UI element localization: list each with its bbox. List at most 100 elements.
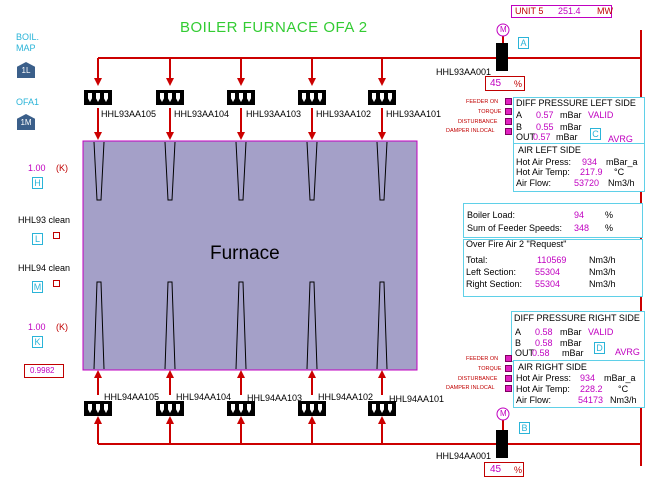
damper-hhl93aa104[interactable] — [156, 90, 184, 105]
ofa-request-panel — [463, 239, 643, 297]
dp-right-mode: AVRG — [615, 347, 640, 357]
fan-bottom-output: 45 — [490, 464, 502, 475]
fan-top-id: HHL93AA001 — [436, 67, 492, 77]
dp-left-b-value: 0.55 — [536, 122, 554, 132]
air-right-press-label: Hot Air Press: — [516, 373, 572, 383]
damper-label: HHL93AA101 — [386, 109, 442, 119]
key-k[interactable]: K — [32, 336, 43, 348]
fan-bottom-damper[interactable] — [496, 430, 508, 458]
nav-button-1m[interactable]: 1M — [17, 114, 35, 130]
furnace-label: Furnace — [210, 243, 280, 264]
motor-bottom — [496, 407, 510, 421]
dp-right-b-value: 0.58 — [535, 338, 553, 348]
key-h[interactable]: H — [32, 177, 43, 189]
key-d[interactable]: D — [594, 342, 605, 354]
air-left-flow-unit: Nm3/h — [608, 178, 635, 188]
damper-label: HHL94AA101 — [389, 394, 445, 404]
boiler-load-label: Boiler Load: — [467, 210, 516, 220]
fan-bottom-output-box — [484, 462, 524, 477]
flag-damper-inlocal: DAMPER INLOCAL — [446, 128, 495, 134]
disturbance-indicator — [505, 375, 512, 382]
feeder-speed-label: Sum of Feeder Speeds: — [467, 223, 563, 233]
ofa-total-unit: Nm3/h — [589, 255, 616, 265]
fan-top-output-box — [485, 76, 525, 91]
k-top-unit: (K) — [56, 163, 68, 173]
air-left-temp-unit: °C — [614, 167, 625, 177]
hhl94-clean-label: HHL94 clean — [18, 263, 71, 273]
flag-damper-inlocal: DAMPER INLOCAL — [446, 385, 495, 391]
damper-label: HHL93AA102 — [316, 109, 372, 119]
dp-left-title: DIFF PRESSURE LEFT SIDE — [516, 98, 636, 108]
damper-hhl93aa101[interactable] — [368, 90, 396, 105]
damper-hhl94aa105[interactable] — [84, 401, 112, 416]
fan-top-output: 45 — [490, 78, 502, 89]
dp-right-out-label: OUT — [515, 348, 534, 358]
disturbance-indicator — [505, 118, 512, 125]
ofa-left-value: 55304 — [535, 267, 561, 277]
dp-left-a-value: 0.57 — [536, 110, 554, 120]
dp-left-out-label: OUT — [516, 132, 535, 142]
key-c[interactable]: C — [590, 128, 601, 140]
air-left-temp-label: Hot Air Temp: — [516, 167, 570, 177]
dp-right-a-label: A — [515, 327, 522, 337]
dp-left-a-status: VALID — [588, 110, 614, 120]
air-right-temp-unit: °C — [618, 384, 629, 394]
ofa1-label: OFA1 — [16, 97, 40, 107]
ratio-value: 0.9982 — [30, 366, 55, 375]
air-right-flow-label: Air Flow: — [516, 395, 552, 405]
damper-hhl93aa102[interactable] — [298, 90, 326, 105]
key-b[interactable]: B — [519, 422, 530, 434]
air-left-press-label: Hot Air Press: — [516, 157, 572, 167]
torque-indicator — [505, 365, 512, 372]
damper-hhl94aa101[interactable] — [368, 401, 396, 416]
key-l[interactable]: L — [32, 233, 43, 245]
ofa-right-unit: Nm3/h — [589, 279, 616, 289]
dp-right-b-label: B — [515, 338, 522, 348]
dp-right-b-unit: mBar — [560, 338, 582, 348]
dp-left-panel — [513, 97, 645, 145]
damper-hhl93aa105[interactable] — [84, 90, 112, 105]
motor-bottom-label: M — [500, 409, 507, 418]
damper-hhl93aa103[interactable] — [227, 90, 255, 105]
nav-button-1l[interactable]: 1L — [17, 62, 35, 78]
page-title: BOILER FURNACE OFA 2 — [180, 19, 368, 36]
k-bottom-unit: (K) — [56, 322, 68, 332]
dp-right-out-value: 0.58 — [532, 348, 550, 358]
hhl94-clean-checkbox[interactable] — [53, 280, 60, 287]
motor-top-label: M — [500, 25, 507, 34]
boiler-load-value: 94 — [574, 210, 585, 220]
fan-top-unit: % — [514, 79, 523, 89]
unit-power-box — [511, 5, 612, 18]
fan-top-damper[interactable] — [496, 43, 508, 71]
air-right-flow-value: 54173 — [578, 395, 604, 405]
air-right-temp-label: Hot Air Temp: — [516, 384, 570, 394]
air-right-press-value: 934 — [580, 373, 596, 383]
ofa-total-value: 110569 — [537, 255, 567, 265]
damper-hhl94aa104[interactable] — [156, 401, 184, 416]
dp-left-b-unit: mBar — [560, 122, 582, 132]
air-right-press-unit: mBar_a — [604, 373, 636, 383]
k-bottom-value: 1.00 — [28, 322, 46, 332]
ofa-right-label: Right Section: — [466, 279, 523, 289]
fan-bottom-id: HHL94AA001 — [436, 451, 492, 461]
dp-right-a-status: VALID — [588, 327, 614, 337]
damper-hhl94aa103[interactable] — [227, 401, 255, 416]
boil-label: BOIL. — [16, 32, 40, 42]
damper-hhl94aa102[interactable] — [298, 401, 326, 416]
key-m[interactable]: M — [32, 281, 43, 293]
damper-label: HHL94AA102 — [318, 392, 374, 402]
dp-left-mode: AVRG — [608, 134, 633, 144]
ofa-total-label: Total: — [466, 255, 488, 265]
ofa-request-title: Over Fire Air 2 "Request" — [466, 239, 567, 249]
air-right-panel — [513, 360, 645, 408]
air-right-temp-value: 228.2 — [580, 384, 603, 394]
key-a[interactable]: A — [518, 37, 529, 49]
damper-label: HHL94AA105 — [104, 392, 160, 402]
damper-label: HHL94AA103 — [247, 393, 303, 403]
hhl93-clean-checkbox[interactable] — [53, 232, 60, 239]
fan-bottom-unit: % — [514, 465, 523, 475]
dp-left-out-value: 0.57 — [533, 132, 551, 142]
k-top-value: 1.00 — [28, 163, 46, 173]
damper-inlocal-indicator — [505, 128, 512, 135]
